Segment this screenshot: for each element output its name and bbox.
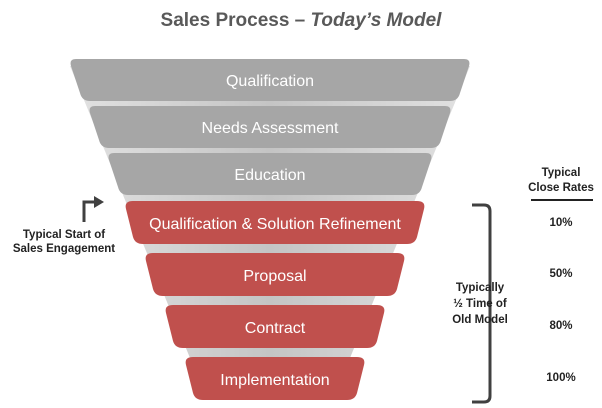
engagement-start-label: Typical Start of Sales Engagement <box>5 228 123 256</box>
stage-band <box>108 153 432 195</box>
stage-band <box>89 106 451 148</box>
stage-label: Proposal <box>243 268 306 285</box>
half-time-label: Typically ½ Time of Old Model <box>436 280 524 328</box>
close-rates-header-line1: Typical <box>541 167 581 179</box>
stage-qualification-solution-refinement: Qualification & Solution Refinement <box>125 201 425 244</box>
half-time-line2: ½ Time of <box>453 298 507 310</box>
close-rates-header-line2: Close Rates <box>528 182 594 194</box>
stage-band <box>185 357 365 400</box>
engagement-arrow <box>82 196 104 222</box>
engagement-label-line2: Sales Engagement <box>12 243 116 255</box>
stage-education: Education <box>108 153 432 195</box>
close-rates-underline <box>531 199 593 201</box>
stage-implementation: Implementation <box>185 357 365 400</box>
close-rate-value: 50% <box>549 268 573 280</box>
title-main: Sales Process – <box>160 10 311 31</box>
close-rate-value: 100% <box>546 372 576 384</box>
stage-qualification: Qualification <box>70 59 470 101</box>
stage-label: Education <box>234 167 305 184</box>
bracket <box>472 203 492 404</box>
diagram-title: Sales Process – Today’s Model <box>0 10 602 32</box>
stage-band <box>70 59 470 101</box>
close-rates-header: Typical Close Rates <box>523 166 599 196</box>
half-time-line1: Typically <box>455 282 505 294</box>
stage-needs-assessment: Needs Assessment <box>89 106 451 148</box>
stage-label: Implementation <box>220 372 329 389</box>
stage-proposal: Proposal <box>145 253 405 296</box>
engagement-label-line1: Typical Start of <box>22 229 106 241</box>
close-rate-value: 10% <box>549 217 573 229</box>
stage-band <box>145 253 405 296</box>
stage-band <box>165 305 385 348</box>
close-rate-value: 80% <box>549 320 573 332</box>
stage-label: Qualification & Solution Refinement <box>149 216 401 233</box>
stage-label: Needs Assessment <box>202 120 340 137</box>
stage-contract: Contract <box>165 305 385 348</box>
arrow-line <box>82 200 94 222</box>
arrow-head <box>94 196 104 208</box>
stage-label: Qualification <box>226 73 314 90</box>
stage-label: Contract <box>245 320 306 337</box>
stage-band <box>125 201 425 244</box>
half-time-line3: Old Model <box>452 314 508 326</box>
title-emphasis: Today’s Model <box>310 10 442 31</box>
